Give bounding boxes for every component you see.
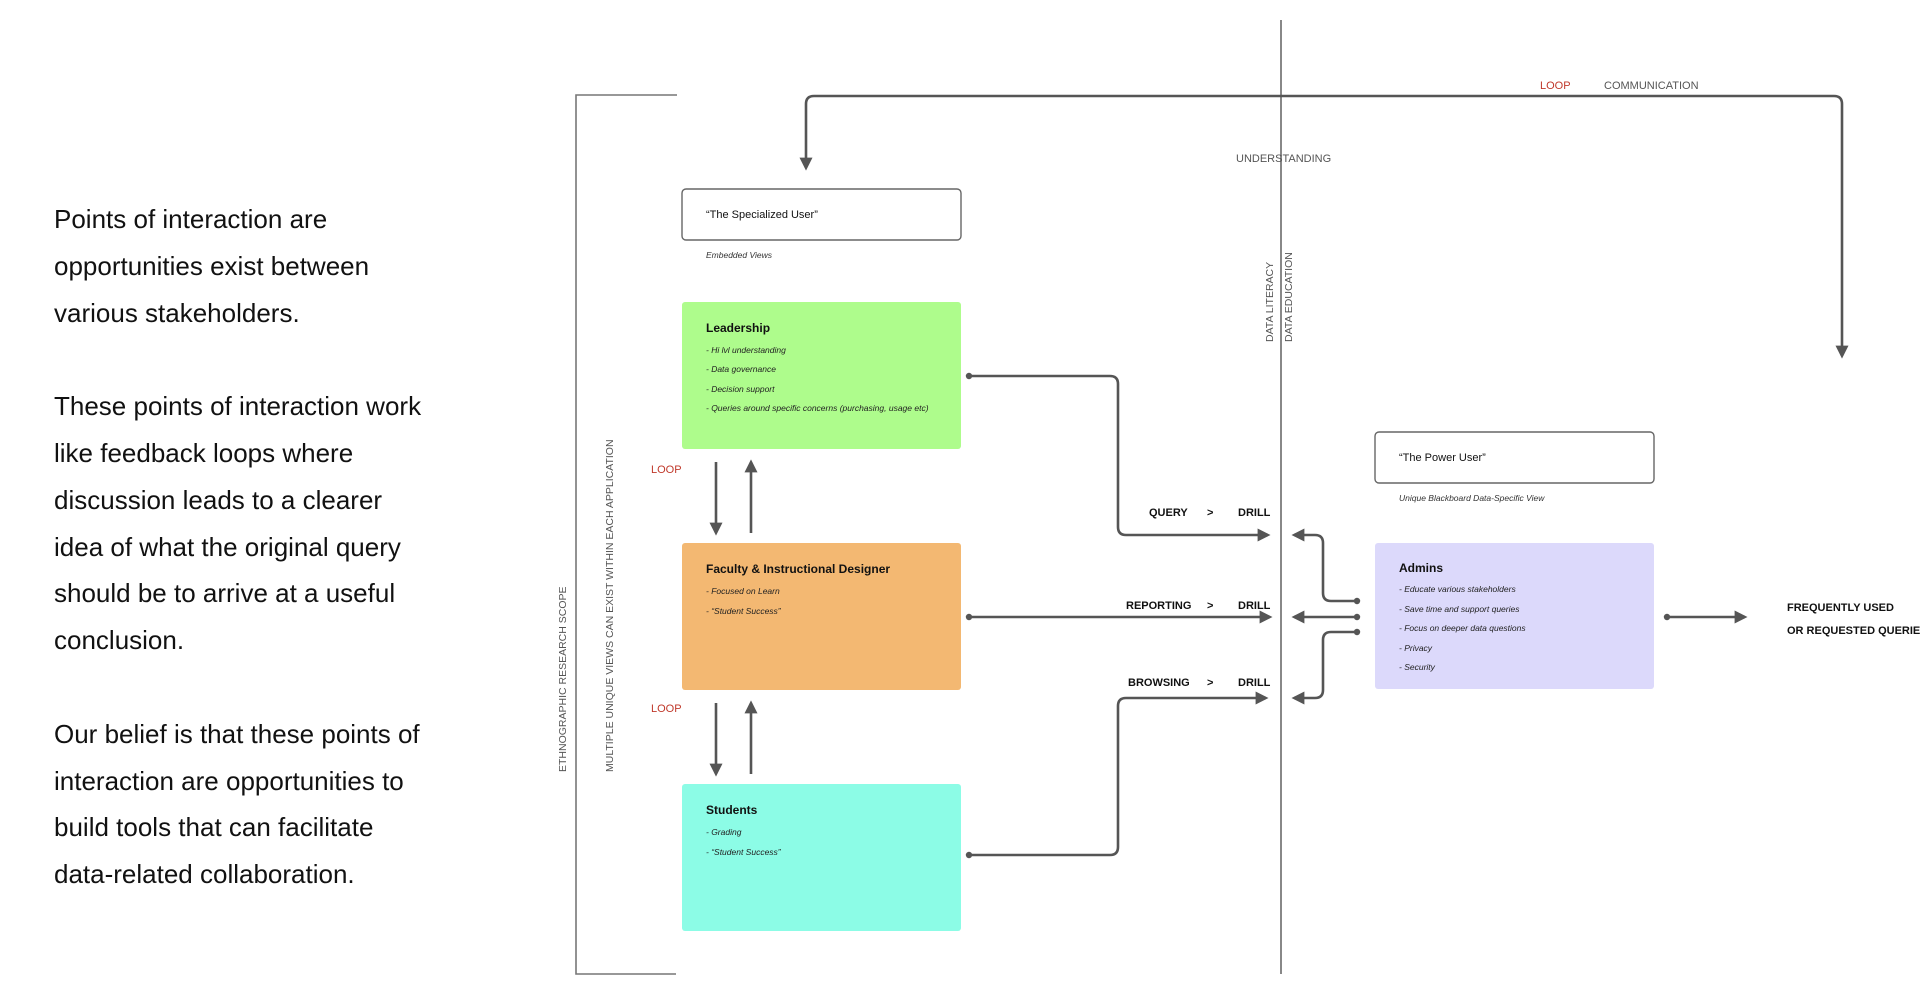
admins-title: Admins (1399, 561, 1443, 575)
admins-item-2: - Save time and support queries (1399, 604, 1520, 614)
leadership-item-1: - Hi lvl understanding (706, 345, 786, 355)
query-flow-line (969, 374, 1271, 542)
admins-item-3: - Focus on deeper data questions (1399, 623, 1526, 633)
power-user-caption: Unique Blackboard Data-Specific View (1399, 493, 1545, 503)
reporting-label: REPORTING (1126, 600, 1191, 612)
specialized-user-caption: Embedded Views (706, 250, 773, 260)
data-education-label: DATA EDUCATION (1283, 252, 1295, 342)
admins-query-return (1291, 528, 1357, 603)
power-user-title: “The Power User” (1399, 452, 1486, 464)
intro-paragraph-2: These points of interaction work like fe… (54, 391, 422, 656)
students-box (682, 784, 961, 931)
browsing-drill-label: DRILL (1238, 677, 1271, 689)
leadership-item-4: - Queries around specific concerns (purc… (706, 403, 929, 413)
admins-browsing-return (1291, 630, 1357, 705)
leadership-item-3: - Decision support (706, 384, 775, 394)
scope-outer-label: ETHNOGRAPHIC RESEARCH SCOPE (557, 586, 569, 772)
students-item-2: - “Student Success” (706, 847, 782, 857)
top-loop-label: LOOP (1540, 80, 1571, 92)
power-user-box (1374, 431, 1655, 484)
browsing-flow-line (969, 691, 1269, 857)
admins-item-5: - Security (1399, 662, 1436, 672)
intro-paragraph-3: Our belief is that these points of inter… (54, 718, 420, 890)
admins-item-4: - Privacy (1399, 643, 1433, 653)
loop-label-1: LOOP (651, 464, 682, 476)
communication-label: COMMUNICATION (1604, 80, 1699, 92)
loop-label-2: LOOP (651, 703, 682, 715)
reporting-sep: > (1207, 600, 1213, 612)
communication-loop-line (799, 94, 1849, 359)
intro-text: Points of interaction are opportunities … (54, 196, 424, 945)
frequent-line-2: OR REQUESTED QUERIES (1787, 625, 1920, 637)
leadership-box (682, 302, 961, 449)
faculty-box (682, 543, 961, 690)
students-item-1: - Grading (706, 827, 742, 837)
scope-bracket (575, 94, 677, 975)
intro-paragraph-1: Points of interaction are opportunities … (54, 204, 370, 328)
specialized-user-box (681, 188, 962, 241)
faculty-title: Faculty & Instructional Designer (706, 562, 890, 576)
frequent-line-1: FREQUENTLY USED (1787, 602, 1894, 614)
query-label: QUERY (1149, 507, 1188, 519)
scope-inner-label: MULTIPLE UNIQUE VIEWS CAN EXIST WITHIN E… (604, 439, 616, 772)
specialized-user-title: “The Specialized User” (706, 209, 818, 221)
reporting-drill-label: DRILL (1238, 600, 1271, 612)
students-title: Students (706, 803, 758, 817)
faculty-item-2: - “Student Success” (706, 606, 782, 616)
query-drill-label: DRILL (1238, 507, 1271, 519)
understanding-label: UNDERSTANDING (1236, 153, 1331, 165)
leadership-item-2: - Data governance (706, 364, 776, 374)
admins-box (1375, 543, 1654, 689)
data-literacy-label: DATA LITERACY (1264, 262, 1276, 342)
query-sep: > (1207, 507, 1213, 519)
faculty-item-1: - Focused on Learn (706, 586, 780, 596)
browsing-label: BROWSING (1128, 677, 1190, 689)
admins-item-1: - Educate various stakeholders (1399, 584, 1516, 594)
browsing-sep: > (1207, 677, 1213, 689)
leadership-title: Leadership (706, 321, 770, 335)
